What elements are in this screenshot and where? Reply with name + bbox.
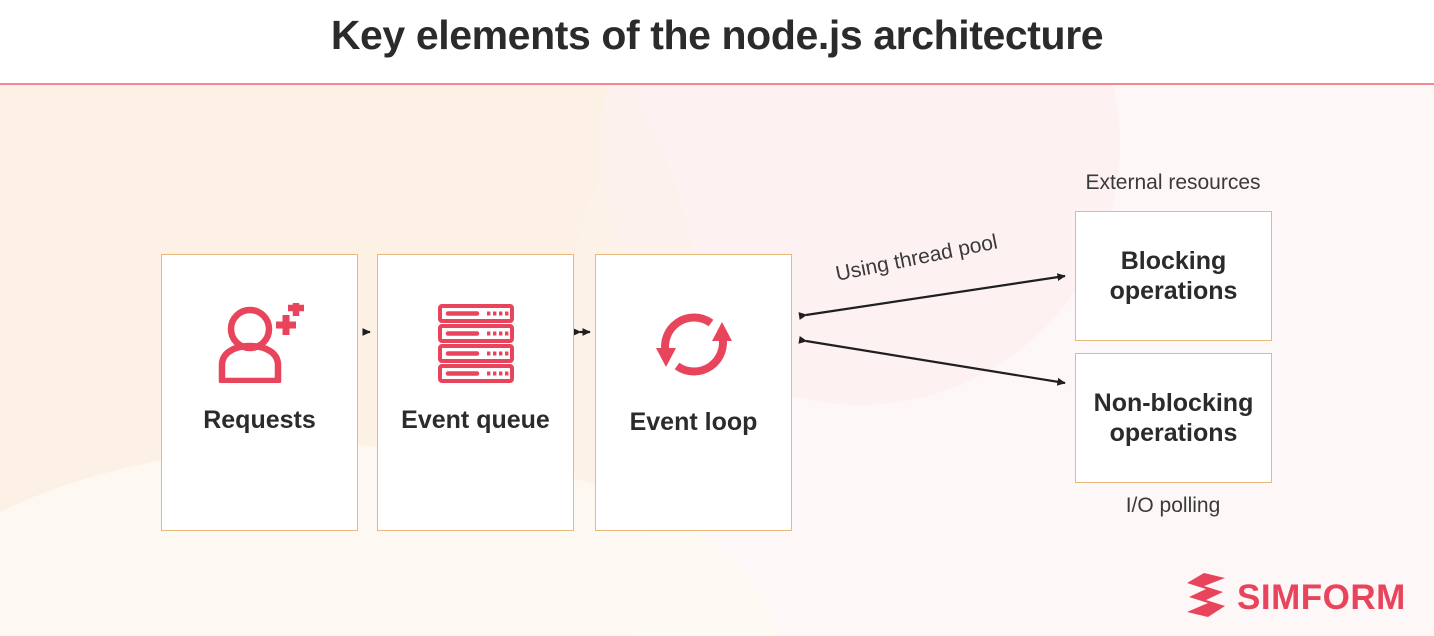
box-event-queue[interactable]: Event queue bbox=[377, 254, 574, 531]
diagram-stage: Using thread pool Requests bbox=[0, 85, 1434, 636]
server-stack-icon bbox=[437, 303, 515, 383]
box-requests-label: Requests bbox=[203, 406, 316, 434]
box-event-loop-label: Event loop bbox=[629, 408, 758, 436]
external-resources-caption: External resources bbox=[1085, 171, 1261, 194]
io-polling-caption: I/O polling bbox=[1125, 494, 1221, 517]
box-blocking-operations[interactable]: Blocking operations bbox=[1075, 211, 1272, 341]
box-event-queue-label: Event queue bbox=[401, 406, 550, 434]
header-divider bbox=[0, 83, 1434, 85]
circular-arrows-icon bbox=[649, 303, 739, 385]
box-requests[interactable]: Requests bbox=[161, 254, 358, 531]
box-non-blocking-operations[interactable]: Non-blocking operations bbox=[1075, 353, 1272, 483]
simform-logo: SIMFORM bbox=[1184, 572, 1406, 623]
simform-wordmark: SIMFORM bbox=[1237, 577, 1406, 617]
box-event-loop[interactable]: Event loop bbox=[595, 254, 792, 531]
simform-s-mark-icon bbox=[1184, 572, 1228, 623]
box-blocking-operations-label: Blocking operations bbox=[1109, 247, 1238, 305]
page-title: Key elements of the node.js architecture bbox=[330, 12, 1104, 58]
box-non-blocking-operations-label: Non-blocking operations bbox=[1093, 389, 1254, 447]
header: Key elements of the node.js architecture bbox=[0, 0, 1434, 85]
user-plus-icon bbox=[214, 303, 306, 383]
